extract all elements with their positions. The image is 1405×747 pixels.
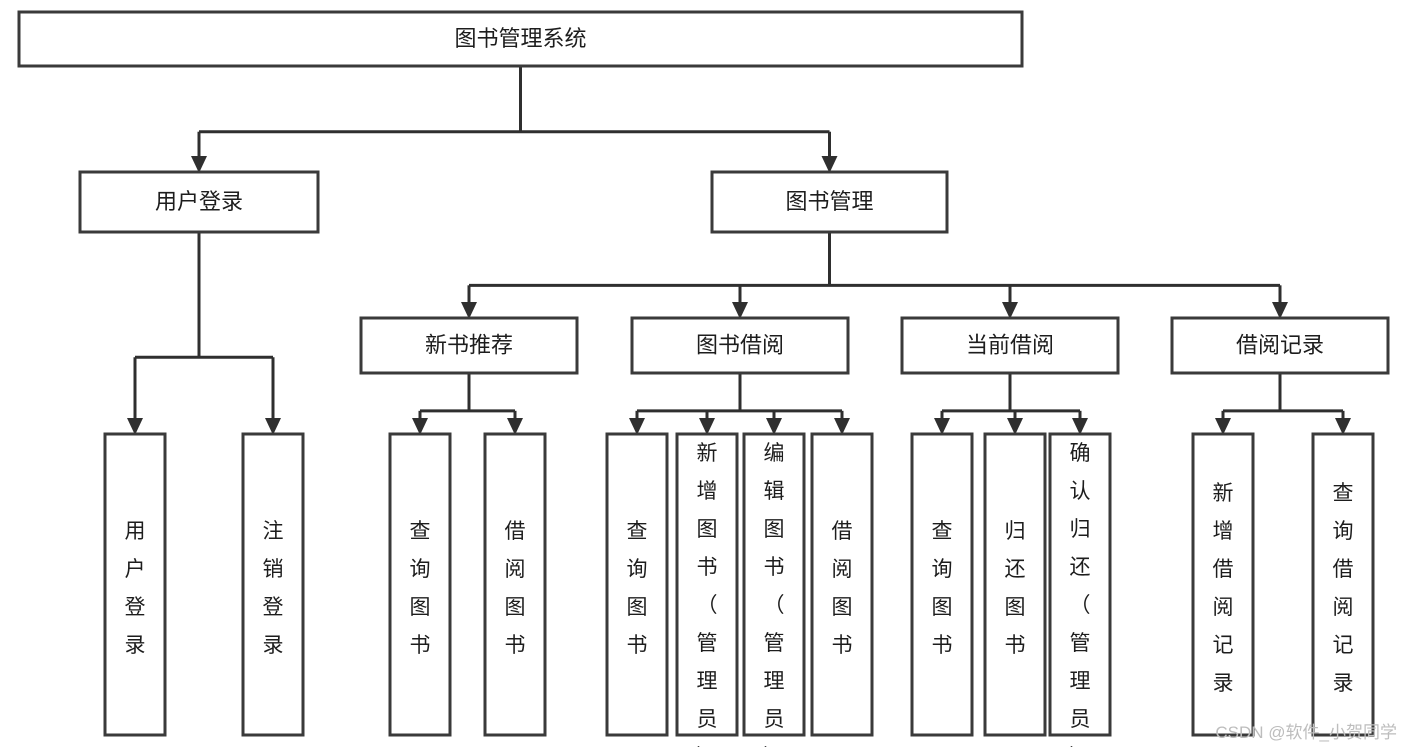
node-box[interactable]: [675, 432, 739, 737]
node-box[interactable]: [78, 170, 320, 234]
arrow-head-icon: [699, 418, 715, 435]
node-label: 用户登录: [125, 520, 146, 657]
node-l4-edit-book[interactable]: 编辑图书（管理员）: [742, 432, 806, 747]
node-l4-query-record[interactable]: 查询借阅记录: [1311, 432, 1375, 737]
node-l4-add-book[interactable]: 新增图书（管理员）: [675, 432, 739, 747]
arrow-head-icon: [821, 156, 838, 173]
node-label: 借阅图书: [505, 520, 526, 657]
node-box[interactable]: [483, 432, 547, 737]
arrow-head-icon: [1072, 418, 1088, 435]
node-l4-return-book[interactable]: 归还图书: [983, 432, 1047, 737]
node-label: 借阅记录: [1236, 332, 1324, 357]
arrow-head-icon: [766, 418, 782, 435]
arrow-head-icon: [1007, 418, 1023, 435]
node-label: 确认归还（管理员）: [1070, 442, 1091, 747]
node-l3-book-borrow[interactable]: 图书借阅: [630, 316, 850, 375]
node-label: 查询借阅记录: [1333, 482, 1354, 695]
node-box[interactable]: [810, 432, 874, 737]
node-box[interactable]: [1170, 316, 1390, 375]
arrow-head-icon: [461, 302, 477, 319]
arrow-head-icon: [127, 418, 143, 435]
node-box[interactable]: [983, 432, 1047, 737]
node-label: 用户登录: [155, 189, 243, 214]
arrow-head-icon: [732, 302, 748, 319]
node-box[interactable]: [388, 432, 452, 737]
arrow-head-icon: [412, 418, 428, 435]
node-label: 查询图书: [410, 520, 431, 657]
node-label: 查询图书: [932, 520, 953, 657]
arrow-head-icon: [1002, 302, 1018, 319]
arrow-head-icon: [629, 418, 645, 435]
arrow-head-icon: [191, 156, 207, 173]
node-box[interactable]: [910, 432, 974, 737]
node-label: 图书管理: [785, 189, 873, 214]
node-box[interactable]: [742, 432, 806, 737]
node-box[interactable]: [630, 316, 850, 375]
arrow-head-icon: [1335, 418, 1351, 435]
node-label: 新增借阅记录: [1213, 482, 1234, 695]
node-l4-query-book-a[interactable]: 查询图书: [388, 432, 452, 737]
node-label: 图书管理系统: [454, 26, 586, 51]
node-label: 查询图书: [627, 520, 648, 657]
node-label: 归还图书: [1005, 520, 1026, 657]
node-l3-new-book-rec[interactable]: 新书推荐: [359, 316, 579, 375]
node-box[interactable]: [710, 170, 949, 234]
arrow-head-icon: [934, 418, 950, 435]
node-l3-current-borrow[interactable]: 当前借阅: [900, 316, 1120, 375]
node-label: 新书推荐: [425, 332, 513, 357]
node-box[interactable]: [900, 316, 1120, 375]
node-l4-add-record[interactable]: 新增借阅记录: [1191, 432, 1255, 737]
node-box[interactable]: [1048, 432, 1112, 737]
node-box[interactable]: [359, 316, 579, 375]
node-l3-borrow-record[interactable]: 借阅记录: [1170, 316, 1390, 375]
arrow-head-icon: [834, 418, 850, 435]
node-label: 注销登录: [263, 520, 284, 657]
arrow-head-icon: [1215, 418, 1231, 435]
node-l4-query-book-c[interactable]: 查询图书: [910, 432, 974, 737]
node-l4-query-book-b[interactable]: 查询图书: [605, 432, 669, 737]
node-box[interactable]: [17, 10, 1024, 68]
node-l2-user-login[interactable]: 用户登录: [78, 170, 320, 234]
node-l2-book-manage[interactable]: 图书管理: [710, 170, 949, 234]
node-label: 当前借阅: [966, 332, 1054, 357]
node-label: 图书借阅: [696, 332, 784, 357]
node-l4-confirm-return[interactable]: 确认归还（管理员）: [1048, 432, 1112, 747]
node-label: 借阅图书: [832, 520, 853, 657]
node-l4-logout[interactable]: 注销登录: [241, 432, 305, 737]
node-label: 新增图书（管理员）: [697, 442, 718, 747]
arrow-head-icon: [265, 418, 281, 435]
node-box[interactable]: [241, 432, 305, 737]
node-l4-user-login[interactable]: 用户登录: [103, 432, 167, 737]
node-root[interactable]: 图书管理系统: [17, 10, 1024, 68]
node-box[interactable]: [103, 432, 167, 737]
node-layer: 图书管理系统用户登录图书管理新书推荐图书借阅当前借阅借阅记录用户登录注销登录查询…: [17, 10, 1390, 747]
connector-layer: [127, 66, 1351, 435]
node-box[interactable]: [605, 432, 669, 737]
node-l4-borrow-book-b[interactable]: 借阅图书: [810, 432, 874, 737]
arrow-head-icon: [507, 418, 523, 435]
arrow-head-icon: [1272, 302, 1288, 319]
node-l4-borrow-book-a[interactable]: 借阅图书: [483, 432, 547, 737]
node-box[interactable]: [1311, 432, 1375, 737]
node-box[interactable]: [1191, 432, 1255, 737]
